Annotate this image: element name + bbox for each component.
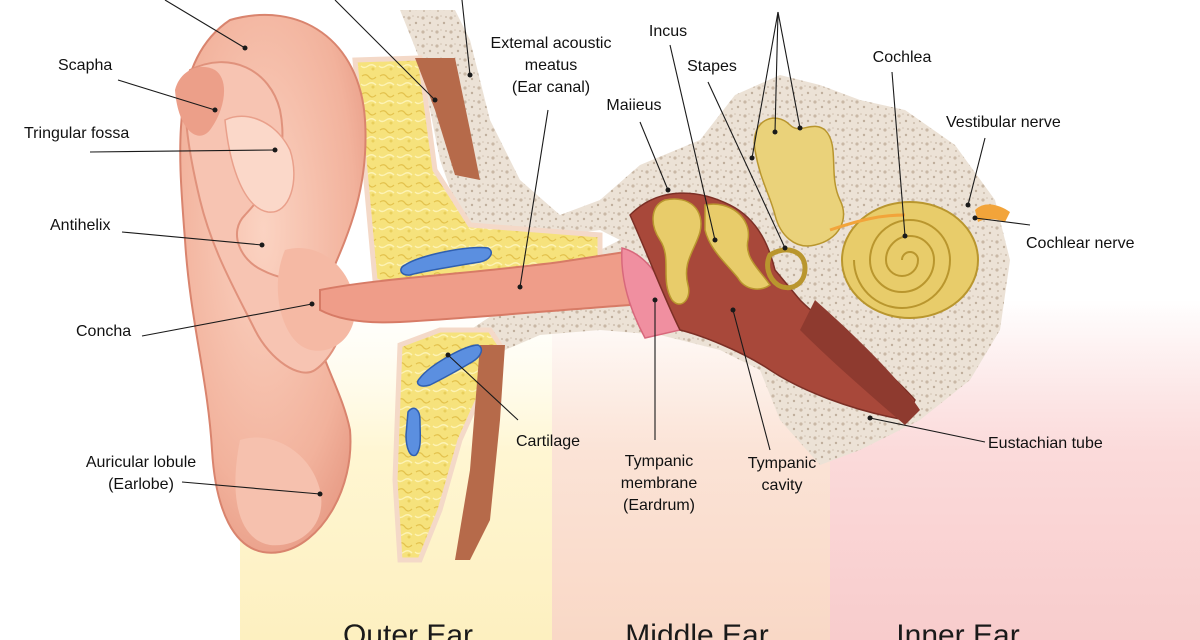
label-cochlear-nerve: Cochlear nerve (1026, 235, 1135, 252)
label-earlobe: (Earlobe) (108, 476, 174, 493)
label-eustachian-tube: Eustachian tube (988, 435, 1103, 452)
concha-bowl (277, 248, 355, 351)
label-tympanic-membrane-2: membrane (621, 475, 698, 492)
label-cartilage: Cartilage (516, 433, 580, 450)
earlobe-shape (235, 437, 322, 546)
ear-canal (319, 250, 632, 324)
label-auricular-lobule: Auricular lobule (86, 454, 196, 471)
label-tympanic-membrane-1: Tympanic (625, 453, 693, 470)
malleus-shape (652, 198, 702, 305)
scapha-groove (175, 66, 225, 136)
lower-cartilage (392, 327, 503, 563)
cochlea-spiral (841, 201, 979, 319)
section-inner-ear: Inner Ear (896, 619, 1019, 640)
lower-muscle-strip (455, 345, 505, 560)
label-tympanic-cavity-2: cavity (762, 477, 803, 494)
section-outer-ear: Outer Ear (343, 619, 473, 640)
label-external-meatus-1: Extemal acoustic (491, 35, 612, 52)
eustachian-tube-shape (800, 300, 920, 425)
label-vestibular-nerve: Vestibular nerve (946, 114, 1061, 131)
leader-lines (89, 0, 1031, 497)
label-tympanic-cavity-1: Tympanic (748, 455, 816, 472)
label-scapha: Scapha (58, 57, 112, 74)
section-middle-ear: Middle Ear (625, 619, 768, 640)
label-incus: Incus (649, 23, 687, 40)
semicircular-canals (753, 117, 845, 247)
label-triangular-fossa: Tringular fossa (24, 125, 129, 142)
label-malleus: Maiieus (606, 97, 661, 114)
nerve-bundle (975, 204, 1010, 222)
label-cochlea: Cochlea (873, 49, 932, 66)
blue-cartilage-middle (416, 344, 483, 387)
stapes-shape (765, 247, 808, 291)
incus-shape (704, 203, 772, 290)
label-stapes: Stapes (687, 58, 737, 75)
label-tympanic-membrane-3: (Eardrum) (623, 497, 695, 514)
nerve-fibers (829, 213, 906, 232)
upper-muscle-strip (415, 58, 480, 180)
triangular-fossa-shape (224, 115, 295, 213)
label-antihelix: Antihelix (50, 217, 110, 234)
blue-cartilage-upper (400, 246, 492, 276)
label-external-meatus-2: meatus (525, 57, 577, 74)
blue-cartilage-lower (405, 407, 422, 457)
label-concha: Concha (76, 323, 131, 340)
label-external-meatus-3: (Ear canal) (512, 79, 590, 96)
